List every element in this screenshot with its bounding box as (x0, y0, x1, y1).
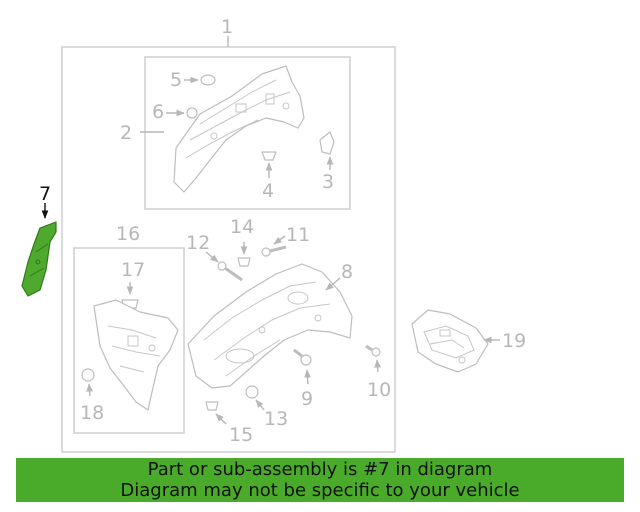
callout-5: 5 (170, 69, 182, 91)
callout-7: 7 (39, 183, 51, 205)
banner-line-1: Part or sub-assembly is #7 in diagram (147, 459, 493, 480)
callout-2: 2 (120, 122, 132, 144)
part-7-reinforcement[interactable] (21, 221, 57, 297)
part-13-plug (245, 385, 259, 399)
callout-16: 16 (116, 223, 140, 245)
callout-6: 6 (152, 101, 164, 123)
part-19-bracket (411, 309, 489, 373)
part-8-wheelhouse-inner (187, 263, 353, 389)
part-14-clip (237, 257, 251, 267)
callout-3: 3 (322, 171, 334, 193)
part-11-bolt (261, 245, 287, 257)
callout-15: 15 (229, 424, 253, 446)
part-10-bolt (365, 344, 381, 357)
callout-4: 4 (262, 180, 274, 202)
callout-19: 19 (502, 330, 526, 352)
part-2-wheelhouse-panel (173, 65, 305, 193)
subassembly-frame-2 (144, 56, 351, 210)
banner-background (16, 458, 624, 502)
part-15-nut (205, 401, 219, 411)
part-5-nut (200, 74, 216, 86)
banner-line-2: Diagram may not be specific to your vehi… (120, 480, 520, 501)
callout-9: 9 (301, 388, 313, 410)
callout-11: 11 (286, 224, 310, 246)
callout-1: 1 (221, 16, 233, 38)
part-16-inner-panel (93, 299, 179, 411)
callout-12: 12 (186, 232, 210, 254)
callout-13: 13 (264, 408, 288, 430)
callout-8: 8 (341, 261, 353, 283)
callout-14: 14 (230, 216, 254, 238)
part-4-nut (261, 151, 277, 161)
part-3-bracket (319, 131, 335, 155)
callout-10: 10 (367, 379, 391, 401)
callout-17: 17 (121, 259, 145, 281)
part-12-bolt (217, 261, 243, 282)
subassembly-frame-16 (73, 247, 185, 434)
part-18-grommet (81, 368, 95, 382)
callout-18: 18 (80, 402, 104, 424)
part-6-grommet (186, 107, 198, 119)
part-9-bolt (293, 348, 312, 366)
info-banner: Part or sub-assembly is #7 in diagram Di… (16, 458, 624, 502)
